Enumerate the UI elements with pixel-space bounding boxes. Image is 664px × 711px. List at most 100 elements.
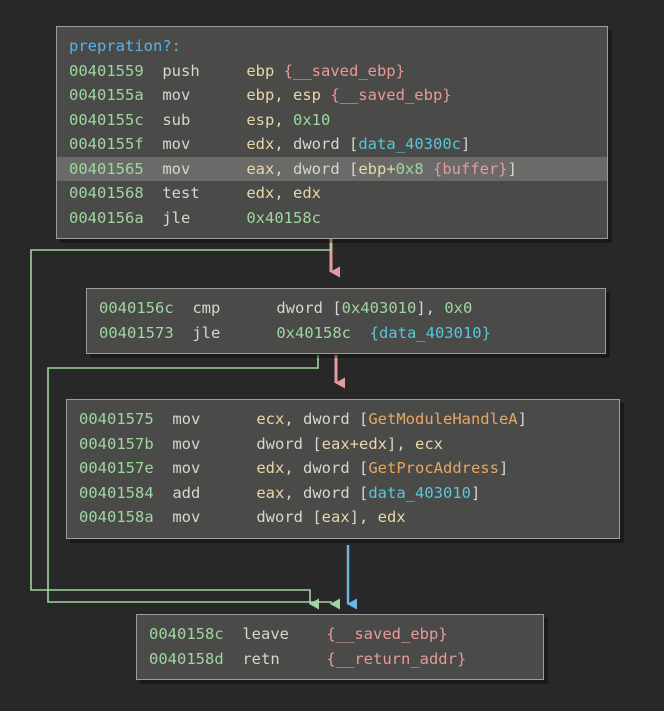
- operand-token: ecx: [414, 434, 443, 453]
- operand-token: eax: [321, 508, 350, 526]
- operand-token: edx, edx: [246, 184, 321, 202]
- operand-token: ]: [460, 135, 471, 153]
- instruction-mnemonic: mov: [172, 410, 257, 428]
- disassembly-line[interactable]: 0040157b mov dword [eax+edx], ecx: [67, 432, 619, 457]
- operand-token: ]: [517, 410, 527, 428]
- variable-annotation: {__saved_ebp}: [326, 625, 448, 643]
- operand-token: ]: [470, 483, 481, 502]
- instruction-mnemonic: leave: [242, 625, 327, 643]
- operand-token: dword [: [276, 299, 342, 317]
- operand-token: ebp+: [358, 159, 396, 178]
- instruction-address: 0040155a: [69, 86, 163, 104]
- operand-token: ],: [349, 508, 378, 526]
- basic-block-body[interactable]: 00401575 mov ecx, dword [GetModuleHandle…: [66, 399, 620, 539]
- operand-token: ]: [507, 159, 517, 178]
- instruction-address: 00401568: [69, 184, 163, 202]
- operand-token: dword [: [303, 410, 369, 428]
- operand-token: ecx,: [256, 410, 303, 428]
- instruction-address: 00401559: [69, 61, 163, 80]
- basic-block-entry[interactable]: prepration?: 00401559 push ebp {__saved_e…: [56, 26, 608, 239]
- operand-token: ]: [498, 459, 509, 477]
- instruction-address: 0040155c: [69, 110, 163, 129]
- disassembly-line[interactable]: 00401575 mov ecx, dword [GetModuleHandle…: [67, 407, 619, 432]
- operand-token: dword [: [303, 483, 369, 502]
- instruction-address: 00401573: [99, 323, 193, 342]
- operand-token: esp,: [246, 110, 293, 129]
- instruction-mnemonic: cmp: [192, 299, 277, 317]
- disassembly-line[interactable]: 0040156a jle 0x40158c: [57, 206, 607, 231]
- disassembly-line[interactable]: 00401568 test edx, edx: [57, 181, 607, 206]
- instruction-address: 0040155f: [69, 135, 163, 153]
- operand-token: 0x403010: [341, 299, 417, 317]
- operand-token: edx,: [246, 135, 293, 153]
- instruction-mnemonic: push: [162, 61, 247, 80]
- data-symbol-ref[interactable]: data_403010: [368, 483, 471, 502]
- operand-token: dword [: [256, 434, 322, 453]
- instruction-mnemonic: add: [172, 483, 257, 502]
- import-symbol-ref[interactable]: GetModuleHandleA: [368, 410, 518, 428]
- operand-token: dword [: [293, 159, 359, 178]
- operand-token: 0x40158c: [276, 323, 351, 342]
- operand-token: edx: [377, 508, 406, 526]
- disassembly-line[interactable]: 00401573 jle 0x40158c {data_403010}: [87, 321, 605, 346]
- variable-annotation: {buffer}: [423, 159, 508, 178]
- operand-token: ],: [386, 434, 415, 453]
- disassembly-line[interactable]: 0040155c sub esp, 0x10: [57, 108, 607, 133]
- operand-token: dword [: [256, 508, 322, 526]
- instruction-mnemonic: mov: [162, 135, 247, 153]
- function-label[interactable]: prepration?:: [57, 34, 607, 59]
- instruction-address: 0040158c: [149, 625, 243, 643]
- instruction-mnemonic: sub: [162, 110, 247, 129]
- operand-token: ],: [416, 299, 445, 317]
- operand-token: dword [: [293, 135, 359, 153]
- operand-token: eax+edx: [321, 434, 387, 453]
- data-symbol-ref[interactable]: {data_403010}: [350, 323, 491, 342]
- variable-annotation: {__saved_ebp}: [320, 86, 452, 104]
- operand-token: 0x0: [444, 299, 473, 317]
- disassembly-line[interactable]: 00401584 add eax, dword [data_403010]: [67, 481, 619, 506]
- disassembly-line[interactable]: 0040157e mov edx, dword [GetProcAddress]: [67, 456, 619, 481]
- instruction-address: 00401575: [79, 410, 173, 428]
- disassembly-line[interactable]: 0040155f mov edx, dword [data_40300c]: [57, 132, 607, 157]
- data-symbol-ref[interactable]: data_40300c: [358, 135, 461, 153]
- operand-token: edx,: [256, 459, 303, 477]
- disassembly-line[interactable]: 0040155a mov ebp, esp {__saved_ebp}: [57, 83, 607, 108]
- operand-token: 0x10: [293, 110, 331, 129]
- instruction-mnemonic: mov: [172, 434, 257, 453]
- instruction-address: 00401565: [69, 159, 163, 178]
- operand-token: dword [: [303, 459, 369, 477]
- function-label-text: prepration?:: [69, 37, 181, 55]
- disassembly-line[interactable]: 0040158d retn {__return_addr}: [137, 647, 543, 672]
- disassembly-line[interactable]: 0040158a mov dword [eax], edx: [67, 505, 619, 530]
- instruction-address: 0040156c: [99, 299, 193, 317]
- instruction-address: 00401584: [79, 483, 173, 502]
- instruction-address: 0040158d: [149, 649, 243, 668]
- instruction-address: 0040157b: [79, 434, 173, 453]
- instruction-address: 0040157e: [79, 459, 173, 477]
- operand-token: eax,: [246, 159, 293, 178]
- instruction-mnemonic: mov: [162, 86, 247, 104]
- operand-token: ebp, esp: [246, 86, 321, 104]
- operand-token: ebp: [246, 61, 275, 80]
- instruction-mnemonic: mov: [172, 508, 257, 526]
- import-symbol-ref[interactable]: GetProcAddress: [368, 459, 499, 477]
- instruction-mnemonic: retn: [242, 649, 327, 668]
- instruction-address: 0040158a: [79, 508, 173, 526]
- instruction-address: 0040156a: [69, 208, 163, 227]
- variable-annotation: {__return_addr}: [326, 649, 467, 668]
- instruction-mnemonic: jle: [162, 208, 247, 227]
- instruction-mnemonic: jle: [192, 323, 277, 342]
- operand-token: 0x40158c: [246, 208, 321, 227]
- instruction-mnemonic: test: [162, 184, 247, 202]
- disassembly-line[interactable]: 00401565 mov eax, dword [ebp+0x8 {buffer…: [57, 156, 607, 181]
- disassembly-line[interactable]: 0040156c cmp dword [0x403010], 0x0: [87, 296, 605, 321]
- variable-annotation: {__saved_ebp}: [274, 61, 405, 80]
- disassembly-line[interactable]: 00401559 push ebp {__saved_ebp}: [57, 59, 607, 84]
- instruction-mnemonic: mov: [172, 459, 257, 477]
- operand-token: 0x8: [395, 159, 424, 178]
- basic-block-exit[interactable]: 0040158c leave {__saved_ebp}0040158d ret…: [136, 614, 544, 680]
- disassembly-line[interactable]: 0040158c leave {__saved_ebp}: [137, 622, 543, 647]
- instruction-mnemonic: mov: [162, 159, 247, 178]
